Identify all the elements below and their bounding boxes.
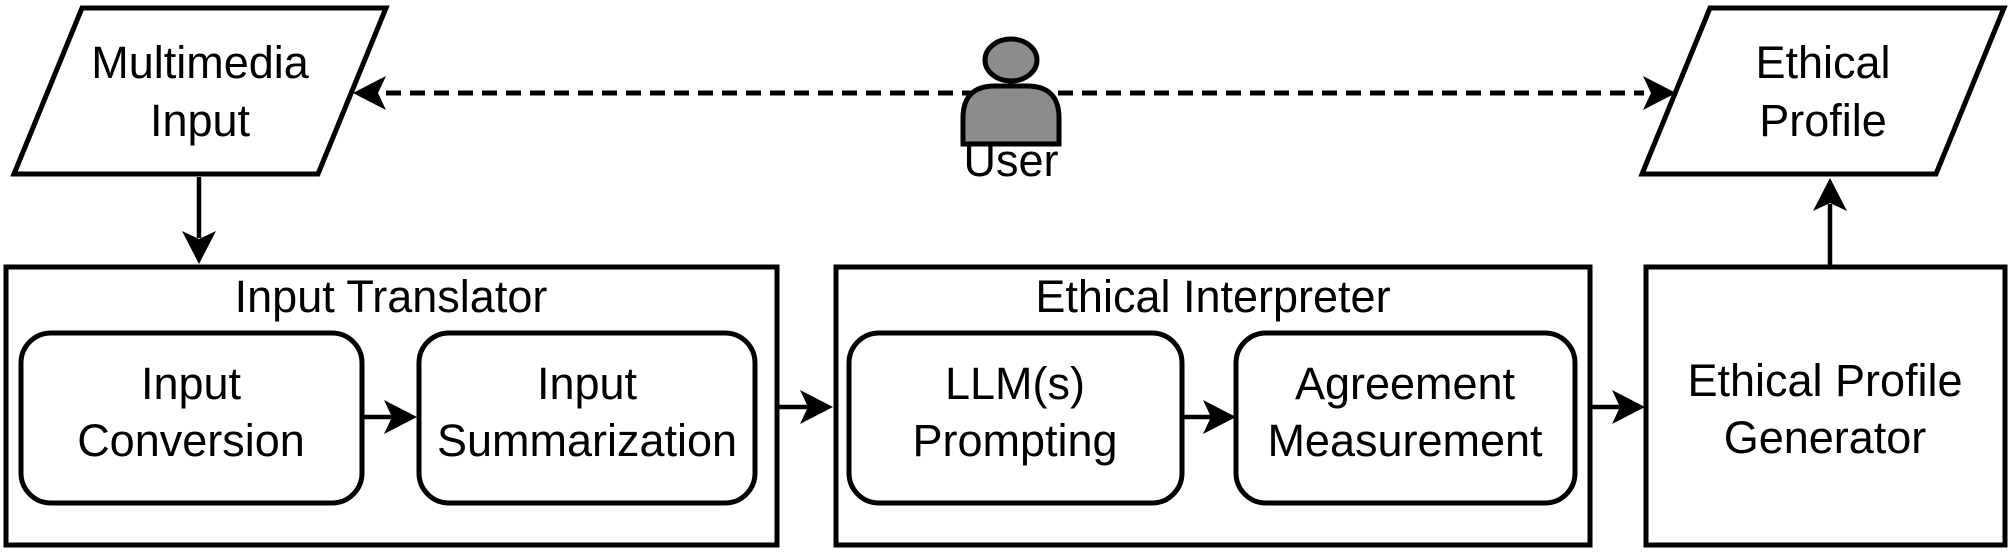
ethical-profile-generator-label-line2: Generator bbox=[1724, 412, 1927, 463]
arrow-translator-to-interpreter bbox=[778, 390, 833, 424]
node-input-translator: Input Translator Input Conversion Input … bbox=[3, 264, 780, 548]
node-input-summarization: Input Summarization bbox=[416, 330, 758, 506]
arrowhead-right-icon bbox=[1643, 76, 1676, 110]
arrow-conversion-to-summarization bbox=[363, 400, 417, 434]
agreement-measurement-shape bbox=[1233, 330, 1578, 506]
ethical-profile-generator-label-line1: Ethical Profile bbox=[1687, 355, 1962, 406]
arrowhead-right-icon bbox=[1612, 390, 1645, 424]
agreement-measurement-label-line2: Measurement bbox=[1267, 415, 1543, 466]
arrow-prompting-to-measurement bbox=[1183, 400, 1236, 434]
node-ethical-profile-generator: Ethical Profile Generator bbox=[1643, 264, 2008, 548]
input-conversion-label-line1: Input bbox=[141, 358, 242, 409]
arrowhead-left-icon bbox=[353, 76, 386, 110]
arrow-interpreter-to-generator bbox=[1591, 390, 1645, 424]
llm-prompting-label-line1: LLM(s) bbox=[945, 358, 1085, 409]
llm-prompting-label-line2: Prompting bbox=[912, 415, 1117, 466]
llm-prompting-shape bbox=[846, 330, 1185, 506]
ethical-interpreter-title: Ethical Interpreter bbox=[1035, 271, 1390, 322]
input-summarization-label-line2: Summarization bbox=[437, 415, 737, 466]
node-ethical-interpreter: Ethical Interpreter LLM(s) Prompting Agr… bbox=[833, 264, 1593, 548]
ethical-profile-generator-shape bbox=[1643, 264, 2008, 548]
input-conversion-label-line2: Conversion bbox=[77, 415, 305, 466]
input-conversion-shape bbox=[18, 330, 365, 506]
multimedia-input-label-line1: Multimedia bbox=[91, 37, 310, 88]
arrowhead-down-icon bbox=[182, 231, 216, 264]
user-head-icon bbox=[982, 36, 1040, 84]
agreement-measurement-label-line1: Agreement bbox=[1295, 358, 1516, 409]
arrow-multimedia-input-to-input-translator bbox=[182, 177, 216, 264]
arrow-generator-to-ethical-profile bbox=[1813, 178, 1847, 265]
user-body-icon bbox=[960, 83, 1062, 147]
node-multimedia-input: Multimedia Input bbox=[10, 5, 390, 177]
arrowhead-right-icon bbox=[384, 400, 417, 434]
multimedia-input-shape bbox=[10, 5, 390, 177]
node-llm-prompting: LLM(s) Prompting bbox=[846, 330, 1185, 506]
input-translator-title: Input Translator bbox=[235, 271, 548, 322]
input-summarization-label-line1: Input bbox=[537, 358, 638, 409]
arrowhead-up-icon bbox=[1813, 178, 1847, 211]
input-summarization-shape bbox=[416, 330, 758, 506]
node-input-conversion: Input Conversion bbox=[18, 330, 365, 506]
ethical-profile-label-line1: Ethical bbox=[1755, 37, 1890, 88]
ethical-profile-label-line2: Profile bbox=[1759, 95, 1887, 146]
user-label: User bbox=[963, 135, 1058, 186]
user-icon: User bbox=[960, 36, 1062, 186]
node-agreement-measurement: Agreement Measurement bbox=[1233, 330, 1578, 506]
arrowhead-right-icon bbox=[800, 390, 833, 424]
ethical-profile-shape bbox=[1638, 5, 2008, 177]
node-ethical-profile: Ethical Profile bbox=[1638, 5, 2008, 177]
multimedia-input-label-line2: Input bbox=[150, 95, 251, 146]
arrowhead-right-icon bbox=[1203, 400, 1236, 434]
